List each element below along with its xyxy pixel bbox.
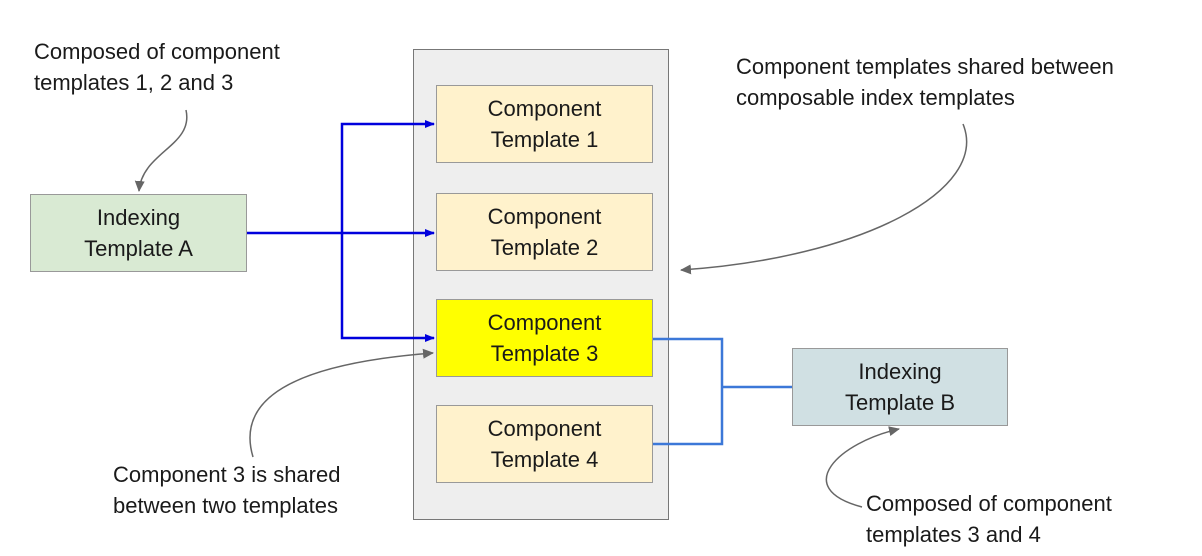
component-template-1: Component Template 1 [436,85,653,163]
annotation-top-right: Component templates shared between compo… [736,51,1114,113]
indexing-template-b-line1: Indexing [858,359,942,384]
component-template-2-line2: Template 2 [490,235,599,260]
component-template-2: Component Template 2 [436,193,653,271]
annotation-bottom-right: Composed of component templates 3 and 4 [866,488,1112,550]
component-template-2-line1: Component [487,204,602,229]
annotation-bottom-left: Component 3 is shared between two templa… [113,459,340,521]
annotation-top-left: Composed of component templates 1, 2 and… [34,36,280,98]
component-template-3: Component Template 3 [436,299,653,377]
indexing-template-b: Indexing Template B [792,348,1008,426]
indexing-template-a-line2: Template A [84,236,193,261]
annotation-bottom-right-line2: templates 3 and 4 [866,522,1041,547]
component-template-4: Component Template 4 [436,405,653,483]
connector-component-3-to-b [653,337,724,446]
annotation-arrows [134,109,968,508]
component-template-4-line2: Template 4 [490,447,599,472]
annotation-arrow-bottom-right [825,426,900,508]
annotation-bottom-right-line1: Composed of component [866,491,1112,516]
annotation-top-left-line2: templates 1, 2 and 3 [34,70,234,95]
component-template-3-line1: Component [487,310,602,335]
annotation-top-left-line1: Composed of component [34,39,280,64]
annotation-bottom-left-line1: Component 3 is shared [113,462,341,487]
indexing-template-b-line2: Template B [844,390,956,415]
annotation-arrow-top-left [134,109,188,192]
component-template-1-line1: Component [487,96,602,121]
indexing-template-a-line1: Indexing [96,205,181,230]
component-template-1-line2: Template 1 [490,127,599,152]
index-a-connectors [247,120,435,342]
connector-a-to-component-1 [247,120,435,235]
annotation-arrow-bottom-left [249,348,434,458]
annotation-top-right-line1: Component templates shared between [736,54,1114,79]
annotation-arrow-top-right [680,123,968,275]
connector-a-to-component-3 [340,233,435,342]
index-b-connectors [653,337,792,446]
indexing-template-a: Indexing Template A [30,194,247,272]
component-template-4-line1: Component [487,416,602,441]
annotation-top-right-line2: composable index templates [736,85,1015,110]
annotation-bottom-left-line2: between two templates [113,493,339,518]
component-template-3-line2: Template 3 [490,341,599,366]
